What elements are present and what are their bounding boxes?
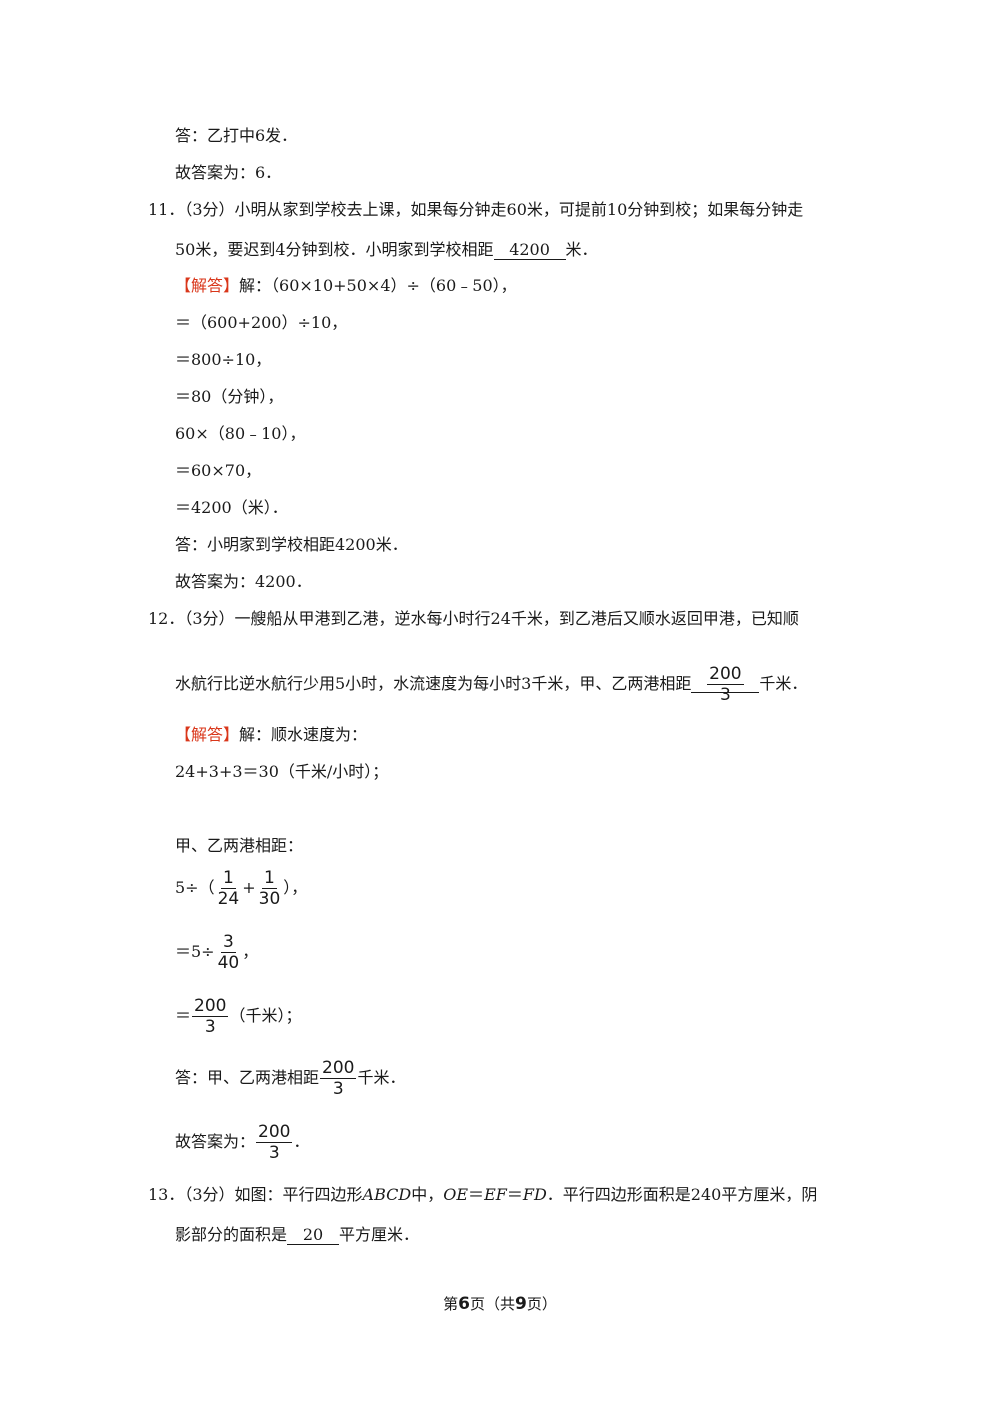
- q11-stem-text: 50米，要迟到4分钟到校．小明家到学校相距: [175, 240, 494, 259]
- q11-stem-line1: 11．（3分）小明从家到学校去上课，如果每分钟走60米，可提前10分钟到校；如果…: [148, 200, 804, 219]
- fraction-numerator: 1: [262, 868, 277, 889]
- q13-segment-fd: FD: [522, 1185, 547, 1204]
- q13-segment-oe: OE: [443, 1185, 469, 1204]
- q13-answer-blank: 20: [287, 1226, 340, 1245]
- q11-solution-line2: ＝（600+200）÷10，: [175, 313, 348, 332]
- q11-solution-line6: ＝60×70，: [175, 461, 262, 480]
- fraction-denominator: 30: [258, 889, 281, 909]
- q13-text-a: 13．（3分）如图：平行四边形: [148, 1185, 363, 1204]
- q13-stem-text: 影部分的面积是: [175, 1225, 288, 1244]
- q12-stem-text: 水航行比逆水航行少用5小时，水流速度为每小时3千米，甲、乙两港相距: [175, 674, 692, 693]
- q12-final-prefix: 故答案为：: [175, 1132, 256, 1151]
- q12-answer-prefix: 答：甲、乙两港相距: [175, 1068, 320, 1087]
- fraction-numerator: 1: [221, 868, 236, 889]
- q12-solution-line3: 甲、乙两港相距：: [175, 836, 304, 855]
- q13-text-b: 中，: [411, 1185, 444, 1204]
- q13-text-c: ．平行四边形面积是240平方厘米，阴: [546, 1185, 818, 1204]
- q13-stem-unit: 平方厘米．: [339, 1225, 420, 1244]
- q12-solution-text: 解：顺水速度为：: [239, 725, 368, 744]
- fraction-denominator: 24: [217, 889, 240, 909]
- page-number: 6: [458, 1294, 470, 1314]
- q13-segment-ef: EF: [484, 1185, 507, 1204]
- equals-sign: ＝: [506, 1185, 523, 1204]
- q11-answer-blank: 4200: [493, 241, 566, 260]
- q11-solution-text: 解：（60×10+50×4）÷（60﹣50），: [239, 276, 517, 295]
- fraction-denominator: 3: [719, 685, 731, 705]
- footer-suffix: 页）: [526, 1295, 557, 1313]
- footer-middle: 页（共: [469, 1295, 515, 1313]
- q11-solution-tag: 【解答】: [175, 276, 240, 295]
- q13-parallelogram-name: ABCD: [362, 1185, 412, 1204]
- equals-sign: ＝: [468, 1185, 485, 1204]
- prev-final-answer: 故答案为：6．: [175, 163, 282, 182]
- fraction-denominator: 3: [204, 1017, 216, 1037]
- q12-solution-tag: 【解答】: [175, 725, 240, 744]
- page-footer: 第6页（共9页）: [0, 1293, 1000, 1314]
- q11-solution-line7: ＝4200（米）．: [175, 498, 288, 517]
- q12-sol6-suffix: （千米）；: [229, 1006, 302, 1025]
- fraction-numerator: 200: [320, 1058, 357, 1079]
- prev-answer: 答：乙打中6发．: [175, 126, 298, 145]
- q12-stem-unit: 千米．: [759, 674, 808, 693]
- fraction-denominator: 3: [332, 1079, 344, 1099]
- q12-answer-suffix: 千米．: [357, 1068, 406, 1087]
- q12-stem-line1: 12．（3分）一艘船从甲港到乙港，逆水每小时行24千米，到乙港后又顺水返回甲港，…: [148, 609, 799, 628]
- q11-stem-unit: 米．: [565, 240, 598, 259]
- fraction-numerator: 200: [707, 664, 744, 685]
- q12-solution-line1: 【解答】解：顺水速度为：: [175, 725, 367, 745]
- q12-sol4-suffix: ），: [283, 878, 308, 897]
- q11-solution-line4: ＝80（分钟），: [175, 387, 284, 406]
- q11-solution-line5: 60×（80﹣10），: [175, 424, 306, 443]
- footer-prefix: 第: [443, 1295, 459, 1313]
- q12-final-suffix: ．: [293, 1132, 310, 1151]
- fraction-numerator: 200: [256, 1122, 293, 1143]
- q13-stem-line1: 13．（3分）如图：平行四边形ABCD中，OE＝EF＝FD．平行四边形面积是24…: [148, 1185, 817, 1205]
- q12-solution-line2: 24+3+3＝30（千米/小时）；: [175, 762, 389, 781]
- q12-sol5-prefix: ＝5÷: [175, 942, 215, 961]
- q11-answer: 答：小明家到学校相距4200米．: [175, 535, 408, 554]
- fraction-numerator: 200: [192, 996, 229, 1017]
- page-total: 9: [515, 1294, 527, 1314]
- q12-sol6-prefix: ＝: [175, 1006, 192, 1025]
- q12-sol4-prefix: 5÷（: [175, 878, 215, 897]
- fraction-denominator: 3: [268, 1143, 280, 1163]
- q11-solution-line3: ＝800÷10，: [175, 350, 272, 369]
- fraction-numerator: 3: [221, 932, 236, 953]
- fraction-denominator: 40: [217, 953, 240, 973]
- q11-final-answer: 故答案为：4200．: [175, 572, 312, 591]
- q12-blank-underline: [691, 692, 760, 693]
- plus-sign: +: [242, 878, 256, 897]
- q11-solution-line1: 【解答】解：（60×10+50×4）÷（60﹣50），: [175, 276, 517, 296]
- q12-sol5-suffix: ，: [242, 942, 259, 961]
